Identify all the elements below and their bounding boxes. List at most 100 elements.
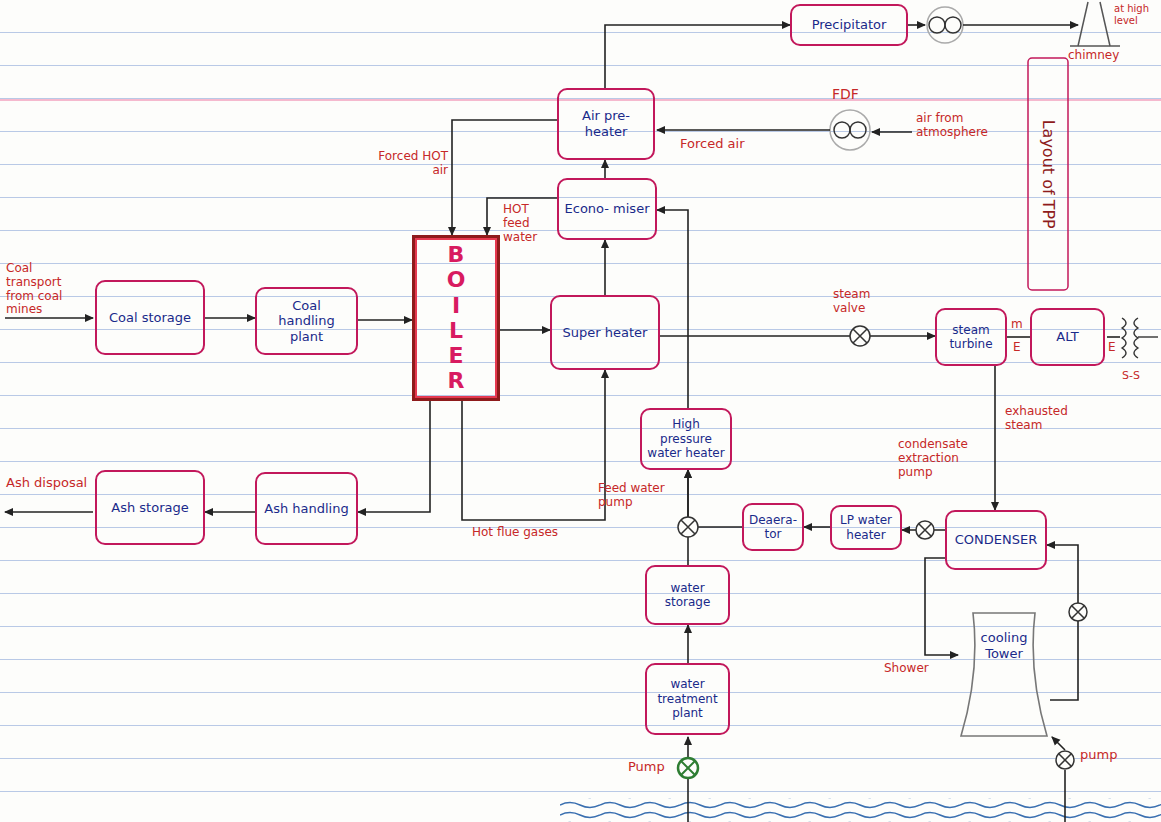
pipe-connector [500, 329, 550, 331]
chimney [1070, 45, 1120, 47]
process-box: Air pre- heater [557, 88, 655, 160]
pipe [963, 24, 1078, 26]
process-box: CONDENSER [945, 510, 1047, 570]
edge-label: Forced HOT air [378, 150, 448, 178]
pump-symbol [678, 758, 698, 778]
node-text: Air pre- heater [564, 108, 648, 139]
water-waves [560, 798, 1161, 822]
steam-valve [850, 326, 870, 346]
text-label: E [1108, 341, 1122, 355]
text-label: S-S [1122, 370, 1158, 383]
pipe [5, 317, 93, 319]
pipe-connector [205, 511, 255, 513]
pipe-connector [605, 25, 790, 88]
pipe-connector [358, 401, 430, 512]
pump-symbol [681, 520, 695, 534]
title-frame [1028, 58, 1068, 290]
text-label: condensate extraction pump [898, 438, 988, 479]
node-text: water treatment plant [652, 677, 723, 720]
fan [929, 17, 945, 33]
node-text: CONDENSER [955, 532, 1037, 548]
text-label: air from atmosphere [916, 112, 1016, 140]
text-label: at high level [1114, 3, 1160, 26]
pump-symbol [916, 521, 934, 539]
pump-symbol [919, 524, 931, 536]
node-text: cooling Tower [963, 630, 1045, 661]
pump-symbol [1059, 754, 1071, 766]
process-box: Econo- miser [557, 178, 657, 240]
pipe [5, 511, 93, 513]
transformer [1138, 336, 1158, 337]
pipe-connector [688, 470, 742, 527]
process-box: High pressure water heater [640, 408, 732, 470]
text-label: Layout of TPP [1039, 64, 1057, 284]
process-box: steam turbine [935, 308, 1007, 366]
process-box: water treatment plant [645, 663, 730, 735]
text-label: Ash disposal [6, 476, 88, 491]
pump-symbol [1072, 606, 1084, 618]
node-text: High pressure water heater [647, 417, 725, 460]
pipe-connector [462, 370, 605, 520]
water-waves [560, 798, 1161, 822]
pipe-connector [687, 625, 689, 663]
edge-label: Hot flue gases [472, 526, 592, 540]
node-text: water storage [652, 581, 723, 610]
transformer [1122, 318, 1158, 358]
fan [945, 17, 961, 33]
chimney [1078, 2, 1088, 46]
boiler-box: BOILER [412, 235, 500, 401]
node-text: Deaera- tor [749, 513, 797, 542]
pipe [687, 778, 689, 822]
pump-symbol [678, 517, 1087, 778]
process-box: water storage [645, 565, 730, 625]
node-text: Super heater [563, 325, 648, 341]
text-label: m [1011, 318, 1027, 332]
pump-symbol [678, 517, 698, 537]
pipe [908, 24, 925, 26]
pipe [1052, 737, 1065, 750]
pipe-connector [657, 210, 688, 408]
steam-valve [850, 326, 870, 346]
cooling-tower: cooling Tower [958, 612, 1050, 737]
node-text: Ash handling [264, 501, 348, 517]
node-text: Coal handling plant [262, 298, 351, 345]
pipe [5, 25, 1120, 822]
pipe [1107, 336, 1120, 338]
process-box: Precipitator [790, 4, 908, 46]
process-box: Ash handling [255, 472, 358, 545]
text-label: Forced air [680, 137, 770, 152]
process-box: Coal storage [95, 280, 205, 355]
pump-symbol [1056, 751, 1074, 769]
margin-line [0, 99, 1161, 101]
node-text: Precipitator [812, 17, 887, 33]
margin-line [0, 99, 1161, 101]
text-label: Shower [884, 662, 950, 676]
fan [834, 122, 850, 138]
pipe-connector [1007, 336, 1030, 338]
pipe-connector [604, 240, 606, 295]
pipe-connector [660, 335, 935, 337]
pipe-connector [358, 319, 412, 321]
pipe-connector [925, 558, 958, 655]
pipe-connector [604, 160, 606, 178]
pipe-connector [1047, 545, 1078, 700]
node-text: BOILER [445, 242, 467, 394]
text-label: E [1013, 341, 1027, 355]
node-text: LP water heater [837, 513, 895, 542]
node-text: steam turbine [942, 323, 1000, 352]
text-label: Coal transport from coal mines [6, 262, 90, 317]
text-label: Feed water pump [598, 482, 678, 510]
node-text: Ash storage [111, 500, 188, 516]
node-text: Coal storage [109, 310, 191, 326]
fan [927, 7, 963, 43]
pipe [687, 737, 689, 758]
text-label: steam valve [833, 288, 893, 316]
pipe-connector [804, 526, 830, 528]
chimney [1100, 2, 1110, 46]
pipe [872, 131, 912, 133]
text-label: FDF [832, 86, 872, 102]
node-text: ALT [1056, 329, 1078, 345]
